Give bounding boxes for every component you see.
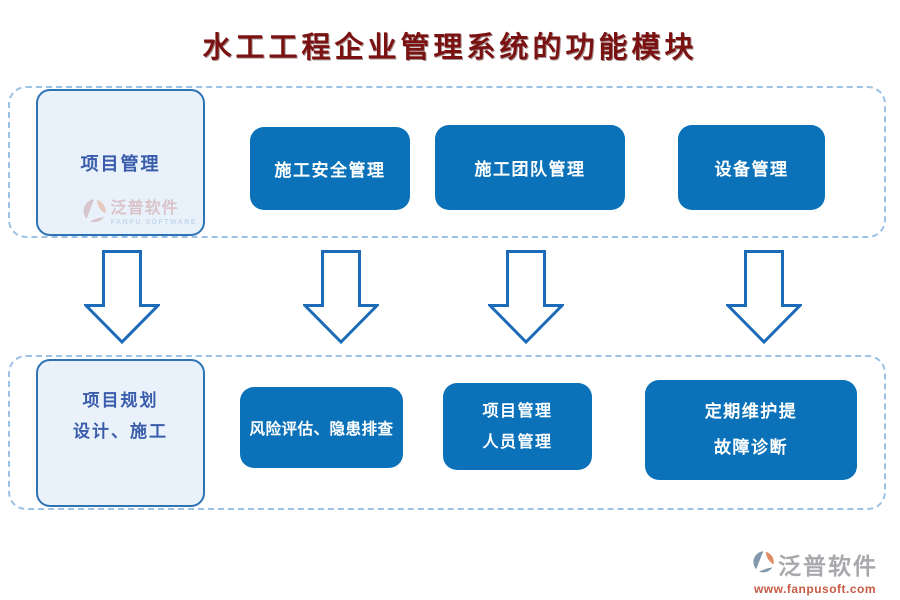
module-maintenance-diagnosis: 定期维护提 故障诊断 <box>645 380 857 480</box>
fanpu-logo-icon <box>752 550 776 579</box>
module-label: 施工团队管理 <box>474 160 586 179</box>
category-box-line: 设计、施工 <box>73 422 168 441</box>
category-box-line: 项目规划 <box>82 391 159 410</box>
watermark-brand: 泛普软件 <box>110 200 179 217</box>
down-arrow-icon <box>84 250 160 344</box>
module-line: 故障诊断 <box>714 438 788 457</box>
module-project-personnel: 项目管理 人员管理 <box>443 383 592 470</box>
footer-brand: 泛普软件 www.fanpusoft.com <box>740 547 890 596</box>
module-construction-safety: 施工安全管理 <box>250 127 410 210</box>
module-risk-assessment: 风险评估、隐患排查 <box>240 387 403 468</box>
category-box-project-management: 项目管理 泛普软件 FANPU SOFTWARE <box>36 89 205 236</box>
watermark-brand-en: FANPU SOFTWARE <box>110 219 197 226</box>
footer-brand-name: 泛普软件 <box>778 553 878 579</box>
bottom-group-container <box>8 355 886 510</box>
module-label: 设备管理 <box>714 160 789 179</box>
category-box-project-planning: 项目规划 设计、施工 <box>36 359 205 507</box>
module-line: 项目管理 <box>482 402 553 420</box>
module-label: 风险评估、隐患排查 <box>249 420 394 438</box>
fanpu-logo-icon <box>82 198 108 229</box>
down-arrow-icon <box>488 250 564 344</box>
watermark: 泛普软件 FANPU SOFTWARE <box>82 198 197 229</box>
down-arrow-icon <box>303 250 379 344</box>
category-box-label: 项目管理 <box>80 153 161 174</box>
footer-url: www.fanpusoft.com <box>753 582 877 596</box>
module-line: 定期维护提 <box>704 402 798 421</box>
module-label: 施工安全管理 <box>274 161 386 180</box>
diagram-title: 水工工程企业管理系统的功能模块 <box>202 30 698 64</box>
module-construction-team: 施工团队管理 <box>435 125 625 210</box>
down-arrow-icon <box>726 250 802 344</box>
top-group-container <box>8 86 886 238</box>
module-equipment: 设备管理 <box>678 125 825 210</box>
module-line: 人员管理 <box>482 433 553 451</box>
